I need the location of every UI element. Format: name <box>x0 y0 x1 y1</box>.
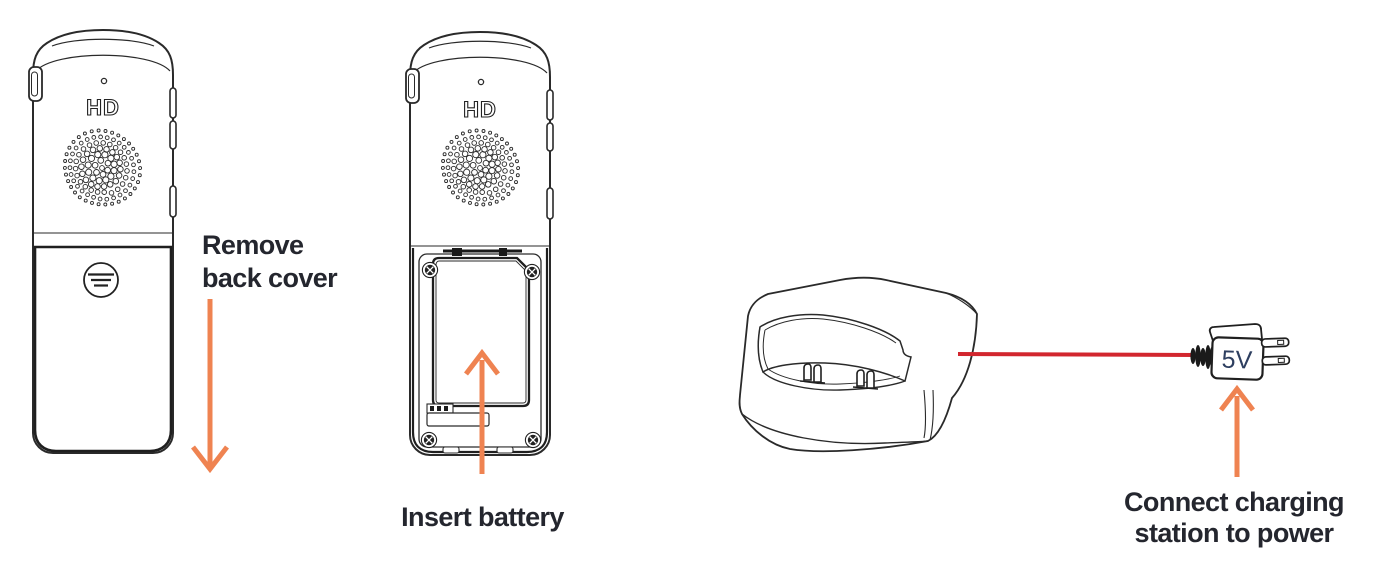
battery-inner-line <box>435 260 527 404</box>
station-right-corner-edge <box>923 389 934 441</box>
earpiece-plateau <box>51 38 155 47</box>
screw <box>524 431 542 449</box>
charging-pins-icon <box>852 369 879 390</box>
charging-station-illustration <box>738 276 978 453</box>
handset-back-cover-illustration: HD <box>28 28 177 454</box>
station-top-right-edge <box>945 292 978 315</box>
battery-clip <box>499 248 507 256</box>
earpiece-arc <box>35 54 171 72</box>
power-cable <box>957 352 1196 357</box>
remove-cover-arrow-icon <box>191 299 229 474</box>
screw <box>420 431 438 449</box>
hd-badge: HD <box>86 95 120 120</box>
screw <box>523 263 541 281</box>
speaker-grille <box>440 128 521 207</box>
power-adapter-illustration: 5V <box>1190 323 1291 381</box>
mic-pinhole <box>477 78 485 86</box>
hd-badge: HD <box>463 97 497 122</box>
back-cover <box>33 245 173 453</box>
connect-power-label-line1: Connect charging <box>1124 487 1345 517</box>
connector-pin <box>444 406 448 411</box>
adapter-voltage-label: 5V <box>1221 345 1253 374</box>
side-latch-key <box>28 66 43 102</box>
speaker-grille <box>62 128 143 207</box>
insert-battery-label: Insert battery <box>401 502 564 532</box>
handset-open-illustration: HD <box>405 30 554 456</box>
cavity-floor <box>762 371 906 391</box>
latch-housing <box>426 412 490 427</box>
earpiece-arc <box>412 56 548 74</box>
side-latch-key <box>405 68 420 104</box>
bottom-notch <box>442 446 460 454</box>
connector-pin <box>430 406 434 411</box>
plug-prongs-icon <box>1260 337 1291 366</box>
connect-power-label: Connect charging station to power <box>1083 487 1385 549</box>
mic-pinhole <box>100 77 108 85</box>
remove-cover-label-line1: Remove <box>202 230 304 260</box>
bottom-notch <box>496 446 514 454</box>
earpiece-plateau <box>428 40 532 49</box>
connector-pin <box>437 406 441 411</box>
remove-cover-label: Remove back cover <box>202 229 338 295</box>
connect-power-arrow-icon <box>1219 384 1255 477</box>
station-front-bottom-edge <box>741 413 929 445</box>
insert-battery-arrow-icon <box>464 348 500 474</box>
battery-clip <box>452 248 462 256</box>
cavity-left-wall <box>757 326 769 373</box>
charging-pins-icon <box>799 363 826 384</box>
remove-cover-label-line2: back cover <box>202 263 338 293</box>
cavity-floor-inner <box>767 368 901 385</box>
cavity-rim-inner <box>764 318 897 344</box>
screw <box>421 261 439 279</box>
connect-power-label-line2: station to power <box>1134 518 1335 548</box>
cover-logo-icon <box>83 262 119 298</box>
